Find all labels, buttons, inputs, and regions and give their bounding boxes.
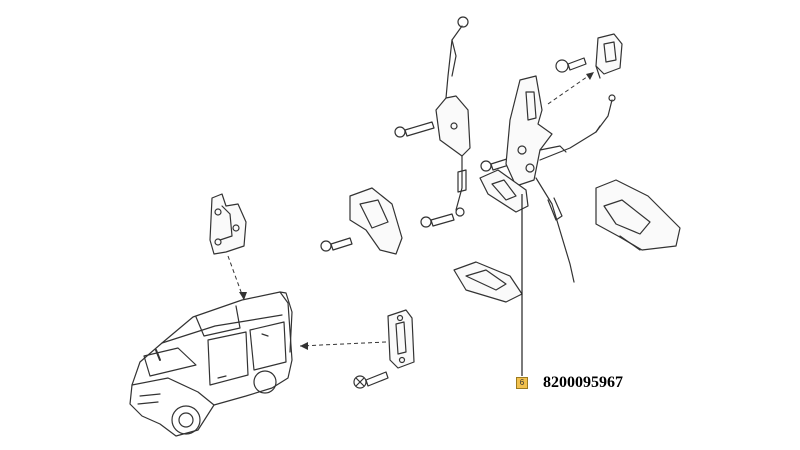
handle-cover [349,187,403,255]
bolt [420,207,465,228]
bolt [555,57,587,73]
striker-bolt [353,371,389,389]
trim-block [595,179,681,251]
van-illustration [129,291,293,437]
control-rod [435,16,471,211]
callout-index-badge: 6 [516,377,528,389]
door-lock-mechanism [505,75,575,283]
inner-handle [479,169,529,213]
door-switch [595,33,623,79]
bolt [320,237,353,252]
handle-bezel [453,261,523,303]
striker-plate [387,309,415,369]
bolt [394,121,435,138]
release-cable [539,94,616,161]
left-latch-bracket [209,193,247,255]
part-number-label[interactable]: 8200095967 [543,374,623,391]
